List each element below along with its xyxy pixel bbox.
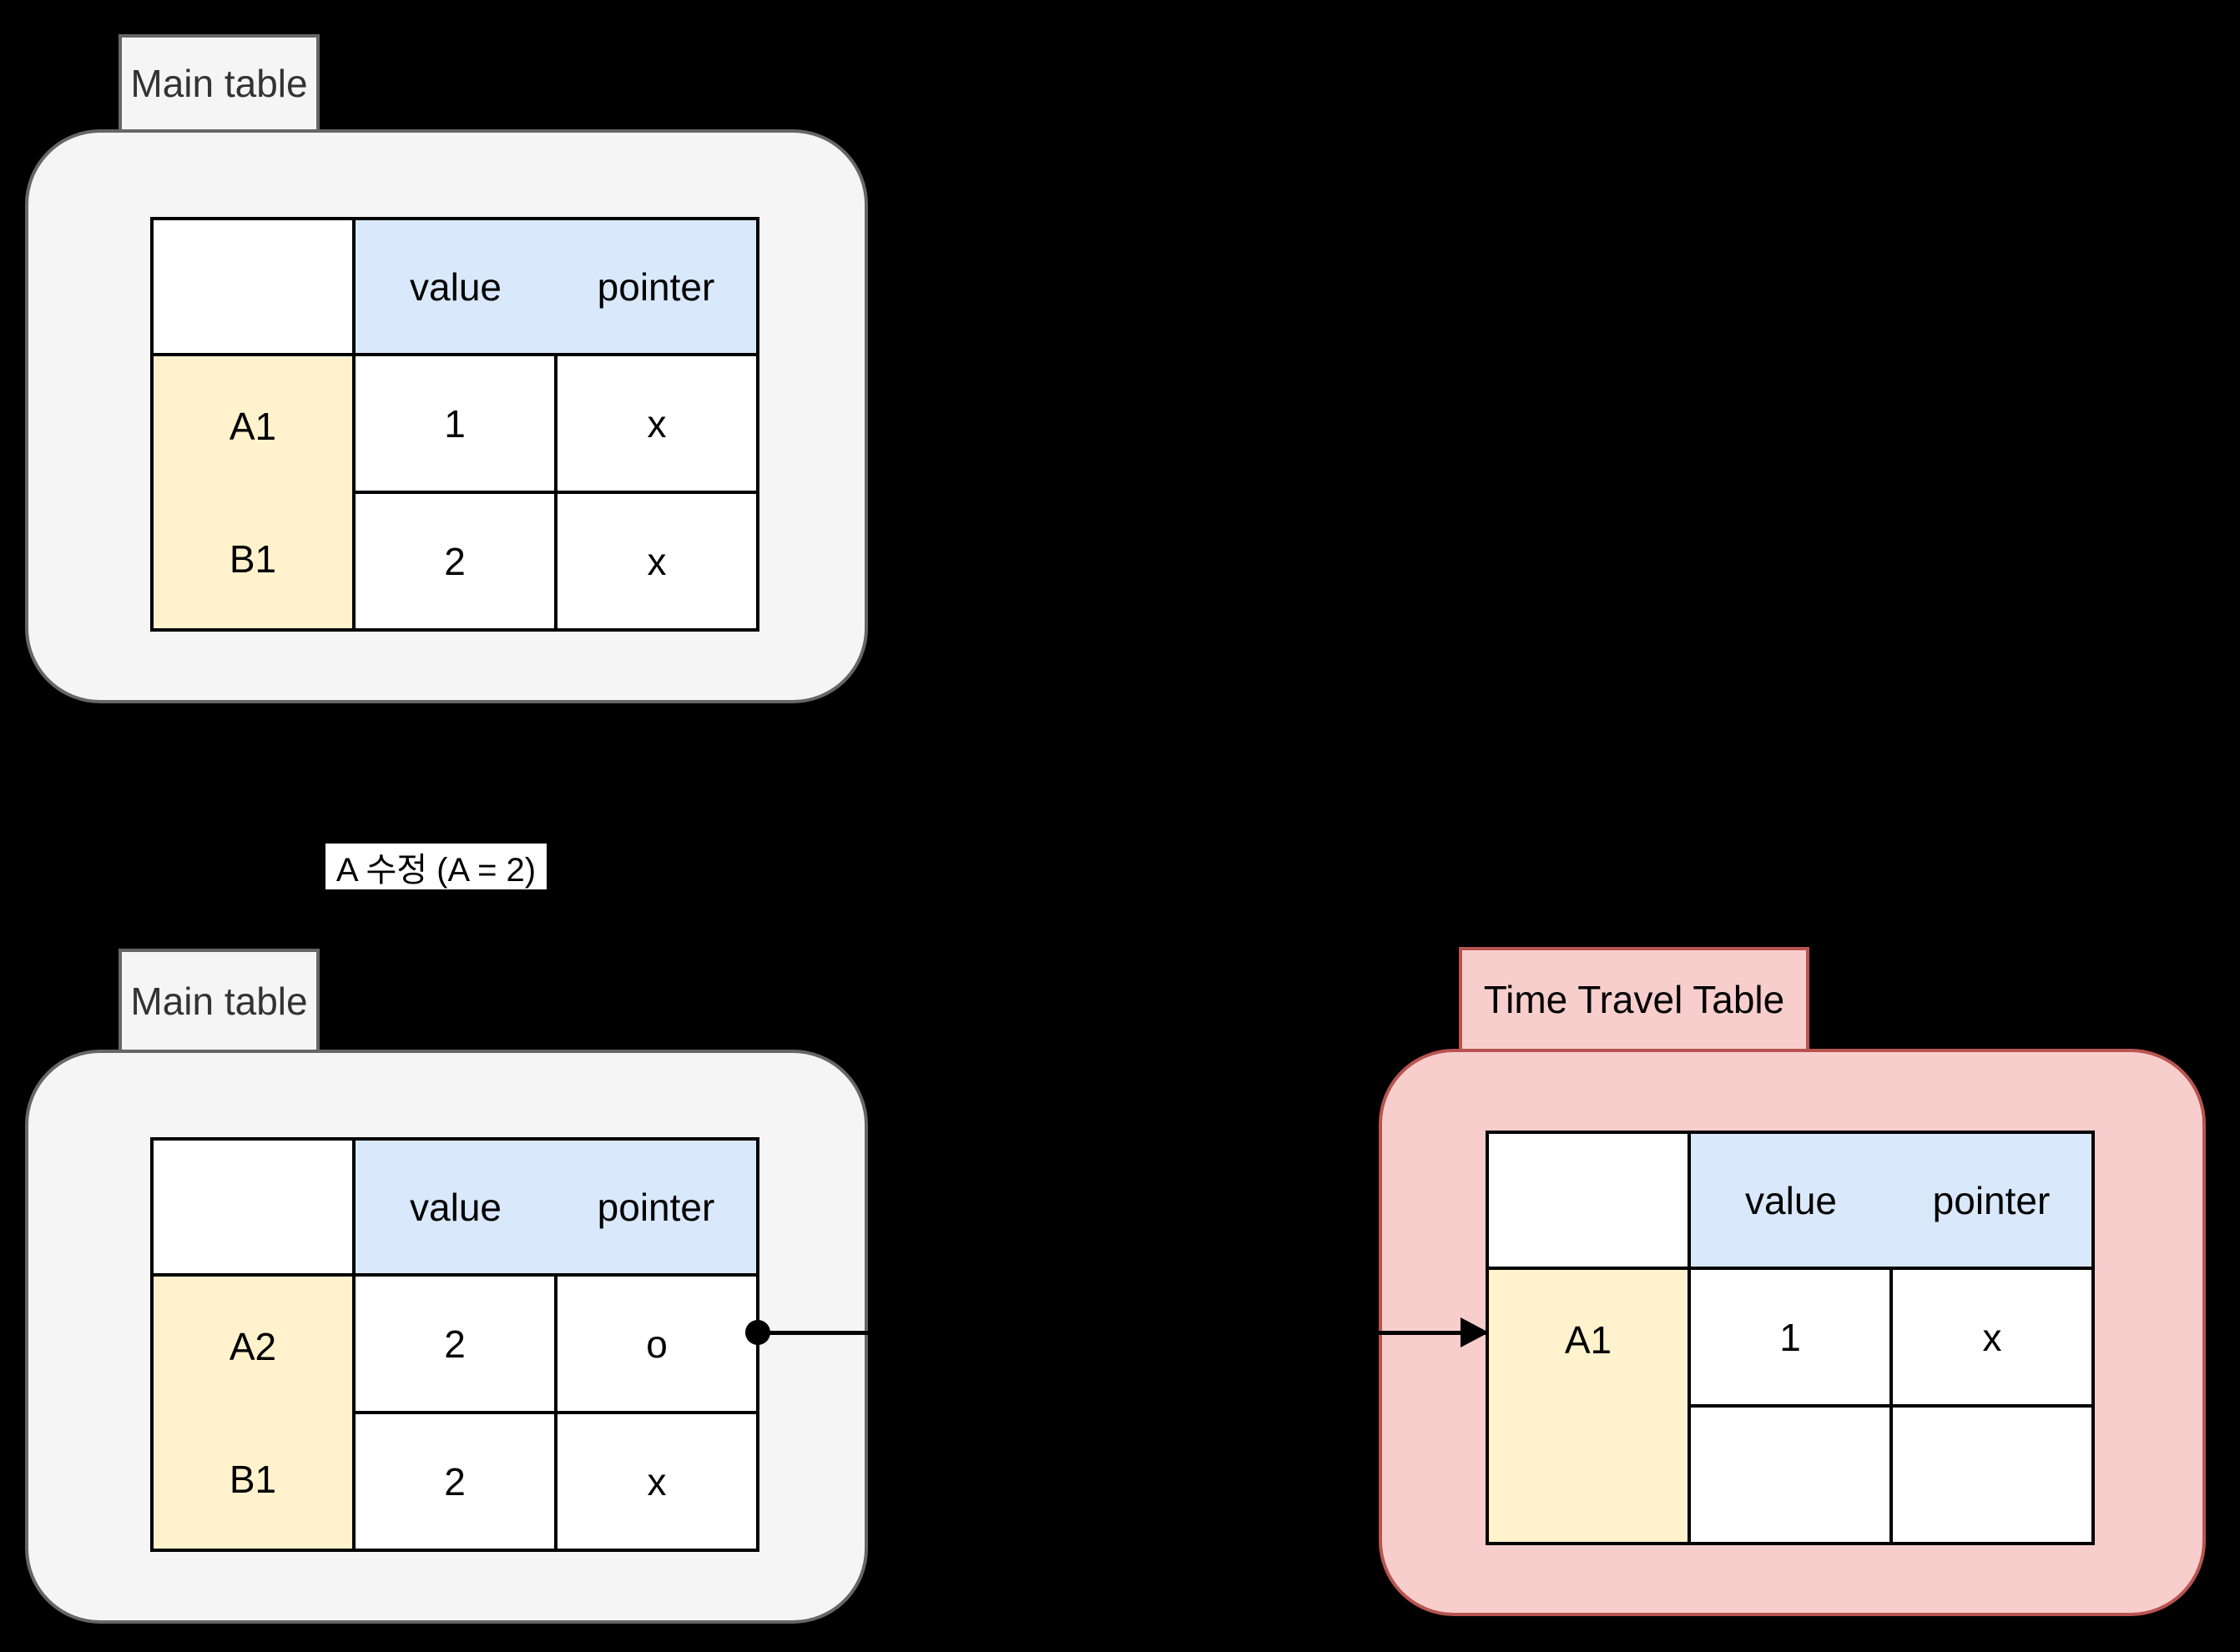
pointer-connector-line <box>756 1331 1489 1335</box>
column-header-row: value pointer <box>1688 1131 2095 1270</box>
time-travel-table-label: Time Travel Table <box>1459 947 1809 1052</box>
cell-empty-value <box>1688 1404 1893 1545</box>
row-header-column: A1 B1 <box>150 353 356 632</box>
column-header-row: value pointer <box>352 217 759 356</box>
cell-b1-pointer: x <box>554 491 759 632</box>
row-header-a1: A1 <box>229 404 277 448</box>
pointer-connector-arrowhead-icon <box>1461 1317 1489 1347</box>
row-header-column: A1 <box>1486 1267 1691 1545</box>
column-header-pointer: pointer <box>1932 1178 2051 1222</box>
cell-empty-pointer <box>1889 1404 2095 1545</box>
cell-a2-value: 2 <box>352 1273 557 1414</box>
row-header-a1: A1 <box>1564 1317 1612 1362</box>
row-header-empty <box>1489 1406 1688 1539</box>
column-header-pointer: pointer <box>597 1185 715 1229</box>
cell-b1-pointer: x <box>554 1411 759 1552</box>
corner-cell <box>150 1137 356 1277</box>
corner-cell <box>150 217 356 356</box>
cell-b1-value: 2 <box>352 491 557 632</box>
column-header-pointer: pointer <box>597 264 715 309</box>
row-header-b1: B1 <box>229 1457 277 1501</box>
corner-cell <box>1486 1131 1691 1270</box>
pointer-connector-source-dot <box>745 1320 770 1345</box>
transition-label-text: A 수정 (A = 2) <box>335 851 537 889</box>
top-main-data-table: value pointer A1 B1 1 x 2 x <box>150 217 759 632</box>
cell-a1-value: 1 <box>352 353 557 494</box>
top-main-table-label-text: Main table <box>130 62 308 105</box>
bottom-main-table-label-text: Main table <box>130 979 308 1023</box>
cell-a1-value: 1 <box>1688 1267 1893 1408</box>
row-header-b1: B1 <box>229 536 277 581</box>
bottom-main-table-label: Main table <box>119 949 320 1053</box>
cell-b1-value: 2 <box>352 1411 557 1552</box>
cell-a1-pointer: x <box>554 353 759 494</box>
column-header-row: value pointer <box>352 1137 759 1277</box>
time-travel-table-label-text: Time Travel Table <box>1483 978 1785 1021</box>
row-header-column: A2 B1 <box>150 1273 356 1552</box>
top-main-table-label: Main table <box>119 34 320 133</box>
transition-label: A 수정 (A = 2) <box>325 844 547 889</box>
cell-a1-pointer: x <box>1889 1267 2095 1408</box>
column-header-value: value <box>410 1185 502 1229</box>
column-header-value: value <box>1745 1178 1837 1222</box>
bottom-main-data-table: value pointer A2 B1 2 o 2 x <box>150 1137 759 1552</box>
cell-a2-pointer: o <box>554 1273 759 1414</box>
time-travel-data-table: value pointer A1 1 x <box>1486 1131 2095 1545</box>
column-header-value: value <box>410 264 502 309</box>
row-header-a2: A2 <box>229 1324 277 1368</box>
